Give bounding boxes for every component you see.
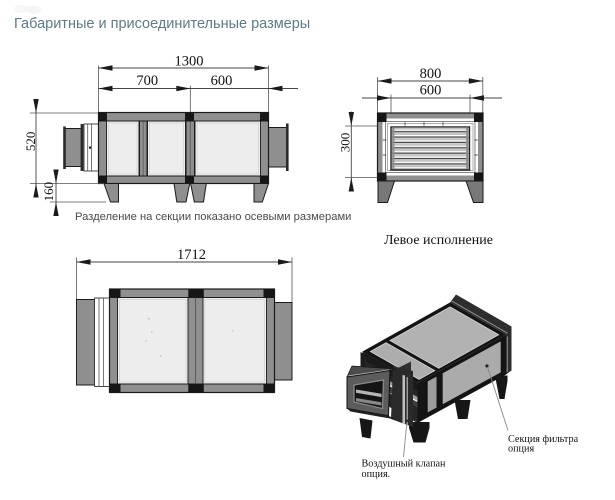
svg-text:520: 520 — [23, 132, 38, 152]
svg-text:Воздушный клапан: Воздушный клапан — [362, 459, 447, 470]
svg-text:700: 700 — [136, 73, 158, 89]
svg-text:1712: 1712 — [177, 247, 206, 263]
svg-text:Габаритные и присоединительные: Габаритные и присоединительные размеры — [14, 16, 310, 32]
svg-text:Левое исполнение: Левое исполнение — [384, 233, 493, 248]
svg-text:600: 600 — [420, 83, 442, 99]
svg-text:опция: опция — [508, 444, 534, 455]
svg-text:300: 300 — [337, 133, 352, 153]
svg-text:1300: 1300 — [175, 54, 204, 70]
svg-text:600: 600 — [211, 73, 233, 89]
svg-text:опция.: опция. — [362, 469, 391, 480]
svg-text:160: 160 — [41, 182, 56, 202]
svg-text:800: 800 — [420, 66, 442, 82]
svg-text:Секция фильтра: Секция фильтра — [508, 434, 579, 445]
svg-text:Разделение на секции показано: Разделение на секции показано осевыми ра… — [75, 211, 351, 223]
